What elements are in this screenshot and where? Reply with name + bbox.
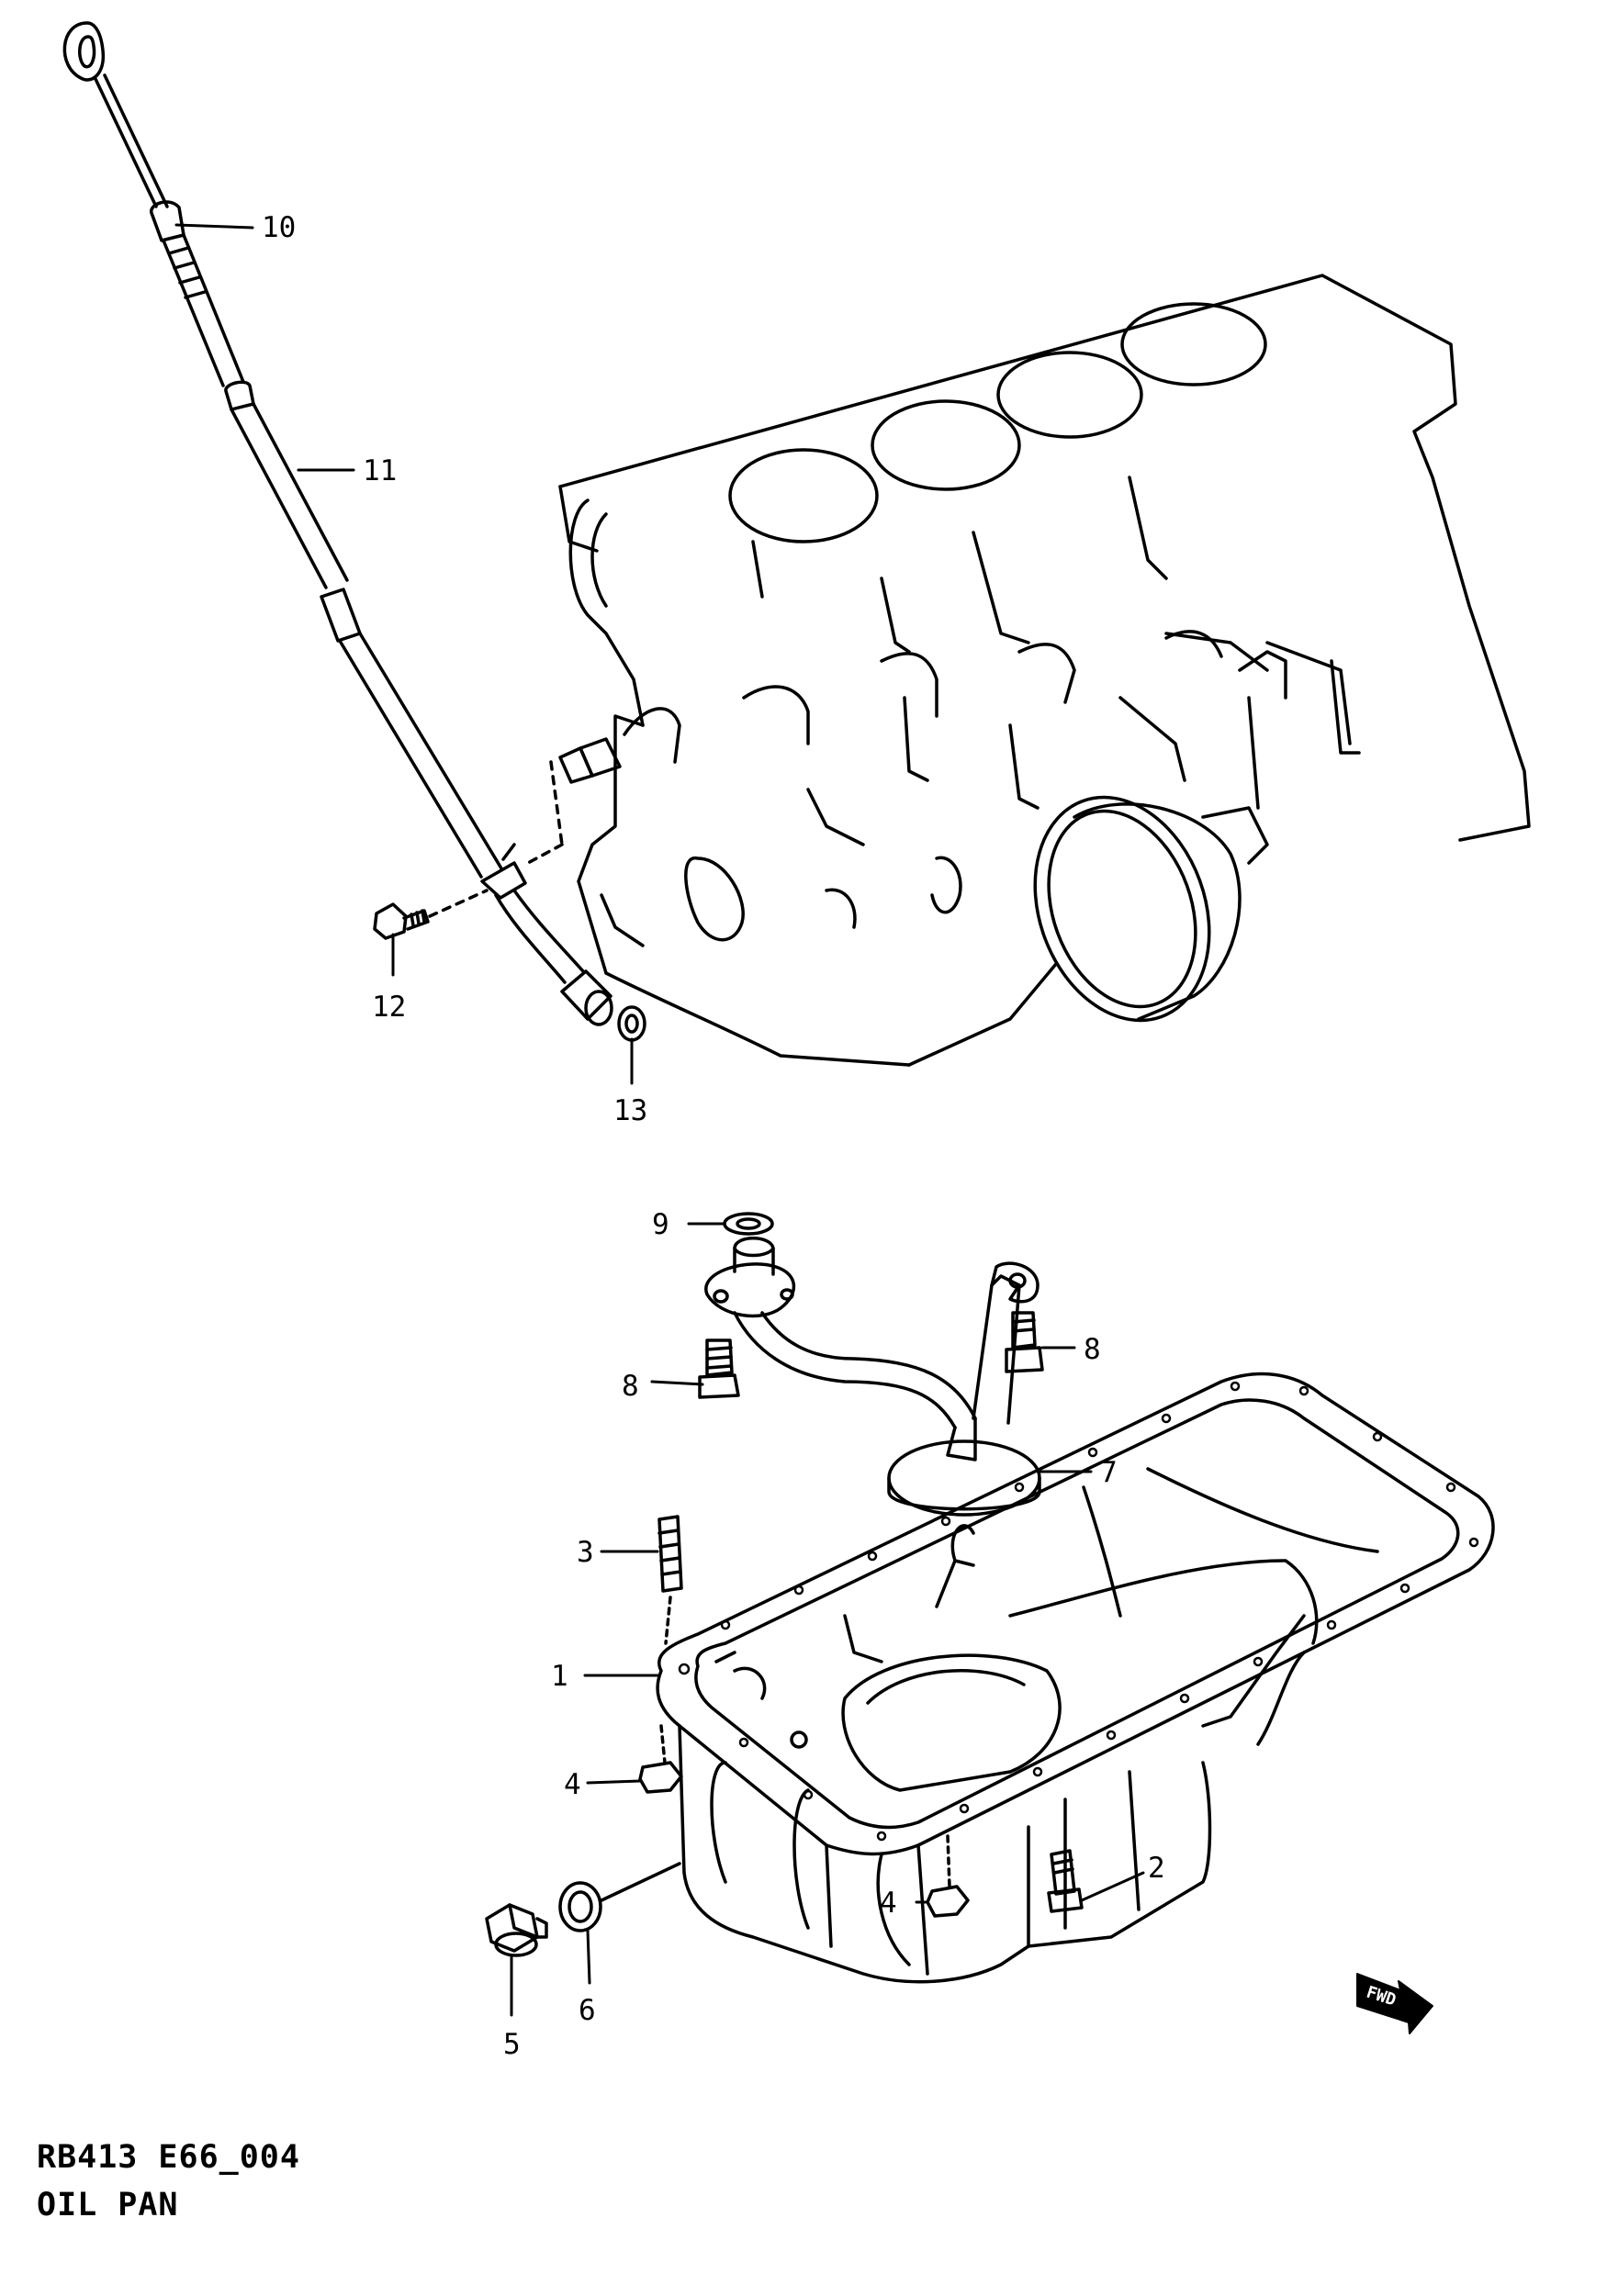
bolt-2 xyxy=(1047,1849,1084,1913)
bolt-8-right xyxy=(1005,1311,1044,1373)
diagram-code: RB413 E66_004 xyxy=(37,2139,300,2176)
label-12: 12 xyxy=(372,991,406,1024)
bolt-8-left xyxy=(698,1338,740,1399)
label-8-right: 8 xyxy=(1084,1333,1101,1366)
label-8-left: 8 xyxy=(622,1370,639,1403)
dipstick xyxy=(62,21,613,1026)
oil-pan xyxy=(656,1372,1495,1984)
label-7: 7 xyxy=(1100,1456,1118,1489)
label-2: 2 xyxy=(1148,1852,1165,1885)
washer-9 xyxy=(723,1212,774,1236)
bolt-12 xyxy=(373,902,430,940)
label-4-lower: 4 xyxy=(880,1887,897,1920)
label-5: 5 xyxy=(503,2028,521,2061)
label-4-left: 4 xyxy=(564,1768,581,1801)
bolt-4-left xyxy=(638,1724,683,1794)
leader-lines xyxy=(174,223,1145,2017)
part-labels: 10 11 12 13 9 8 8 7 3 1 4 2 4 5 6 xyxy=(262,211,1165,2061)
fwd-arrow-icon xyxy=(1356,1973,1433,2034)
stud-3 xyxy=(657,1515,683,1593)
drain-plug-5 xyxy=(485,1903,548,1957)
label-1: 1 xyxy=(551,1660,568,1693)
label-3: 3 xyxy=(577,1536,594,1569)
label-13: 13 xyxy=(613,1094,647,1127)
label-9: 9 xyxy=(652,1208,669,1241)
label-10: 10 xyxy=(262,211,296,244)
o-ring-13 xyxy=(617,1005,646,1042)
oil-strainer xyxy=(704,1237,1041,1517)
label-6: 6 xyxy=(579,1994,596,2027)
engine-block xyxy=(526,274,1531,1067)
diagram-title: OIL PAN xyxy=(37,2187,179,2223)
bolt-4-lower xyxy=(926,1834,970,1918)
gasket-6 xyxy=(558,1881,602,1932)
label-11: 11 xyxy=(363,454,397,487)
